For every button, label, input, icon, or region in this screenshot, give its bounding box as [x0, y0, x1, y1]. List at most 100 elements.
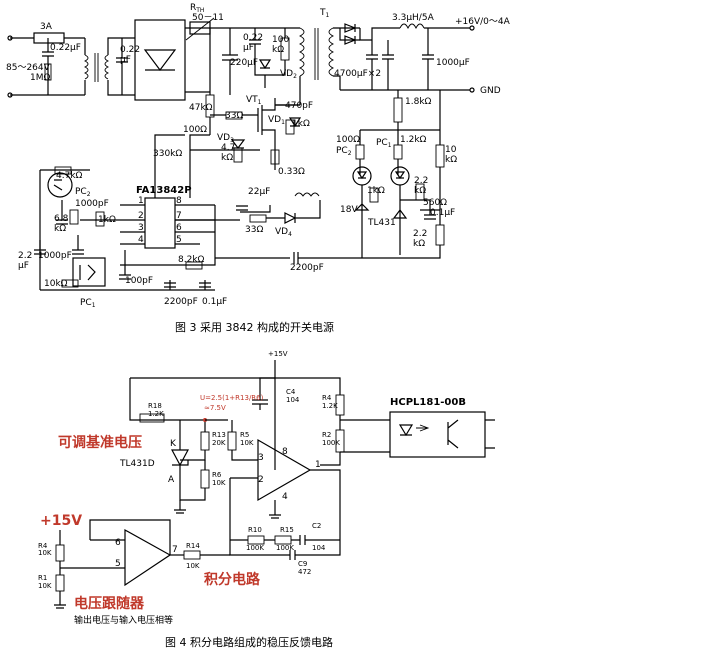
ic-pin-5: 5 — [176, 235, 182, 245]
label-tl431d: TL431D — [119, 459, 155, 469]
label-integrator: 积分电路 — [204, 571, 261, 588]
label-c-022: 0.22 — [120, 45, 140, 55]
label-r4b: R4 — [322, 394, 332, 402]
label-r-100k-a-unit: kΩ — [272, 45, 284, 55]
label-vout: +16V/0～4A — [455, 17, 511, 27]
label-r13: R13 — [212, 431, 226, 439]
ic-pin-8: 8 — [176, 196, 182, 206]
label-r10v: 100K — [246, 544, 264, 552]
figure-4-caption: 图 4 积分电路组成的稳压反馈电路 — [165, 635, 333, 649]
label-r-100b: 100Ω — [336, 135, 360, 145]
label-hcpl: HCPL181-00B — [390, 397, 466, 408]
label-r6: R6 — [212, 471, 222, 479]
label-vin: 85～264V — [6, 63, 51, 73]
label-c-022c: 0.22 — [243, 33, 263, 43]
label-vd3: VD3 — [217, 133, 234, 144]
label-r-10k: 10 — [445, 145, 457, 155]
label-r-22b: 2.2 — [413, 229, 427, 239]
label-c-22u: 22μF — [248, 187, 270, 197]
label-c-100p: 100pF — [125, 276, 153, 286]
label-c-01: 0.1μF — [430, 208, 455, 218]
label-gnd: GND — [480, 86, 501, 96]
label-vd2: VD2 — [280, 69, 297, 80]
label-c-470: 470pF — [285, 101, 313, 111]
label-r-10k-b: 10kΩ — [44, 279, 68, 289]
label-l-out: 3.3μH/5A — [392, 13, 435, 23]
ic-pin-1: 1 — [138, 196, 144, 206]
label-r-68: 6.8 — [54, 214, 69, 224]
label-c-22-unit: μF — [18, 261, 29, 271]
label-tl431: TL431 — [367, 218, 396, 228]
label-pin7: 7 — [172, 545, 178, 555]
figure-4-schematic — [54, 360, 495, 609]
label-plus15: +15V — [40, 513, 82, 529]
label-r-18k: 1.8kΩ — [405, 97, 432, 107]
label-r15v: 100K — [276, 544, 294, 552]
label-c-1000: 1000μF — [436, 58, 470, 68]
label-pin5: 5 — [115, 559, 121, 569]
label-c-220: 220μF — [230, 58, 258, 68]
label-r2v: 100K — [322, 439, 340, 447]
label-r2: R2 — [322, 431, 331, 439]
label-r-560: 560Ω — [423, 198, 447, 208]
label-r-22b-unit: kΩ — [413, 239, 425, 249]
label-vref-eq: U=2.5(1+R13/R6) — [200, 394, 264, 402]
label-r-033: 0.33Ω — [278, 167, 305, 177]
label-pin8: 8 — [282, 447, 288, 457]
figure-4-labels: +15V C4 104 R18 1.2K U=2.5(1+R13/R6) ≈7.… — [38, 350, 466, 626]
label-r6v: 10K — [212, 479, 226, 487]
label-c-2200p-b: 2200pF — [164, 297, 198, 307]
label-rth-val: 50－11 — [192, 13, 224, 23]
label-pc1-b: PC1 — [80, 298, 96, 309]
label-k: K — [170, 439, 177, 449]
ic-pin-6: 6 — [176, 223, 182, 233]
opamp-2 — [124, 528, 172, 587]
label-r4bv: 1.2K — [322, 402, 338, 410]
label-follower: 电压跟随器 — [74, 595, 145, 612]
label-ic: FA13842P — [136, 185, 192, 196]
label-c-1000p-b: 1000pF — [38, 251, 72, 261]
label-c2: C2 — [312, 522, 321, 530]
label-r1v: 10K — [38, 582, 52, 590]
label-c-01b: 0.1μF — [202, 297, 227, 307]
label-r-1k-c: 1kΩ — [98, 215, 116, 225]
label-vd1: VD1 — [268, 115, 285, 126]
label-r14: R14 — [186, 542, 200, 550]
label-pin6: 6 — [115, 538, 121, 548]
label-c9: C9 — [298, 560, 307, 568]
label-pin2: 2 — [258, 475, 264, 485]
ic-pin-3: 3 — [138, 223, 144, 233]
label-r-82k: 8.2kΩ — [178, 255, 205, 265]
figure-3-labels: 3A 0.22μF 85～264V 1MΩ 0.22 μF RTH 50－11 … — [6, 3, 511, 309]
figure-3-caption: 图 3 采用 3842 构成的开关电源 — [175, 320, 334, 334]
ic-pin-2: 2 — [138, 211, 144, 221]
label-r-1k-b: 1kΩ — [367, 186, 385, 196]
label-c-22: 2.2 — [18, 251, 32, 261]
label-adj-ref: 可调基准电压 — [58, 434, 142, 451]
label-c2v: 104 — [312, 544, 326, 552]
optocoupler-hcpl — [389, 411, 486, 458]
label-c4: C4 — [286, 388, 296, 396]
label-c-022-unit: μF — [120, 55, 131, 65]
optocoupler-pc1 — [72, 257, 106, 287]
ic-fa13842p — [144, 197, 176, 249]
opamp-1 — [257, 438, 312, 502]
label-r18v: 1.2K — [148, 410, 164, 418]
label-r15: R15 — [280, 526, 294, 534]
label-t1: T1 — [319, 8, 330, 19]
label-fuse: 3A — [40, 22, 53, 32]
label-r4v: 10K — [38, 549, 52, 557]
label-r5v: 10K — [240, 439, 254, 447]
label-pc2-a: PC2 — [336, 146, 352, 157]
label-vd4: VD4 — [275, 227, 292, 238]
label-r5: R5 — [240, 431, 249, 439]
label-vcc: +15V — [268, 350, 288, 358]
label-rth: RTH — [190, 3, 204, 14]
label-pc2-b: PC2 — [75, 187, 91, 198]
figure-3-schematic — [7, 17, 475, 291]
label-r14v: 10K — [186, 562, 200, 570]
label-r-330k: 330kΩ — [153, 149, 182, 159]
label-r-100k-a: 100 — [272, 35, 289, 45]
label-r1: R1 — [38, 574, 47, 582]
